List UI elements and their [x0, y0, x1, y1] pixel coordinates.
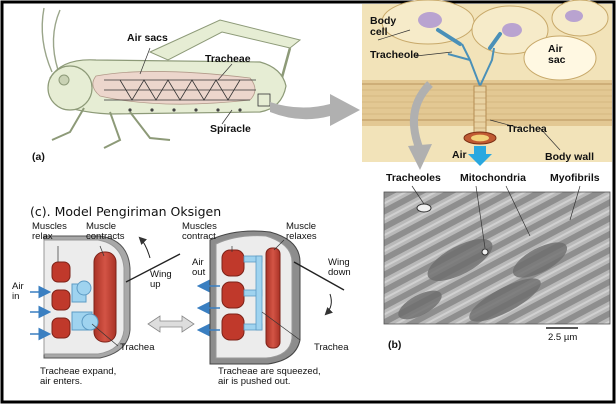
label-mitochondria: Mitochondria: [460, 172, 526, 184]
zoom-arrow: [270, 94, 360, 126]
label-air-in: Air in: [12, 281, 24, 302]
panel-b-tag: (b): [388, 339, 402, 351]
caption-left: Tracheae expand, air enters.: [40, 366, 117, 387]
label-air-sac: Air sac: [548, 43, 566, 67]
label-tracheoles: Tracheoles: [386, 172, 441, 184]
label-muscles-contract: Muscles contract: [182, 221, 217, 242]
switch-arrow: [147, 315, 195, 333]
label-muscle-relaxes: Muscle relaxes: [286, 221, 317, 242]
label-trachea-right: Trachea: [314, 342, 349, 353]
label-air: Air: [452, 149, 467, 161]
micrograph: [383, 185, 611, 329]
grasshopper: [41, 7, 302, 149]
label-air-sacs: Air sacs: [127, 32, 168, 44]
label-myofibrils: Myofibrils: [550, 172, 600, 184]
label-tracheae: Tracheae: [205, 53, 251, 65]
model-left: [30, 235, 181, 359]
caption-right: Tracheae are squeezed, air is pushed out…: [218, 366, 321, 387]
panel-c-title: (c). Model Pengiriman Oksigen: [30, 204, 222, 219]
label-muscles-relax: Muscles relax: [32, 221, 67, 242]
label-body-wall: Body wall: [545, 151, 595, 163]
label-trachea: Trachea: [507, 123, 547, 135]
label-air-out: Air out: [192, 257, 206, 278]
label-trachea-left: Trachea: [120, 342, 155, 353]
label-wing-down: Wing down: [328, 257, 351, 278]
label-body-cell: Body cell: [370, 15, 397, 39]
model-right: [196, 230, 345, 365]
label-wing-up: Wing up: [150, 269, 172, 290]
label-spiracle: Spiracle: [210, 123, 251, 135]
tissue-cross-section: [362, 0, 612, 170]
label-muscle-contracts: Muscle contracts: [86, 221, 125, 242]
panel-a-tag: (a): [32, 151, 45, 163]
label-tracheole: Tracheole: [370, 49, 420, 61]
scale-label: 2.5 µm: [548, 332, 578, 343]
